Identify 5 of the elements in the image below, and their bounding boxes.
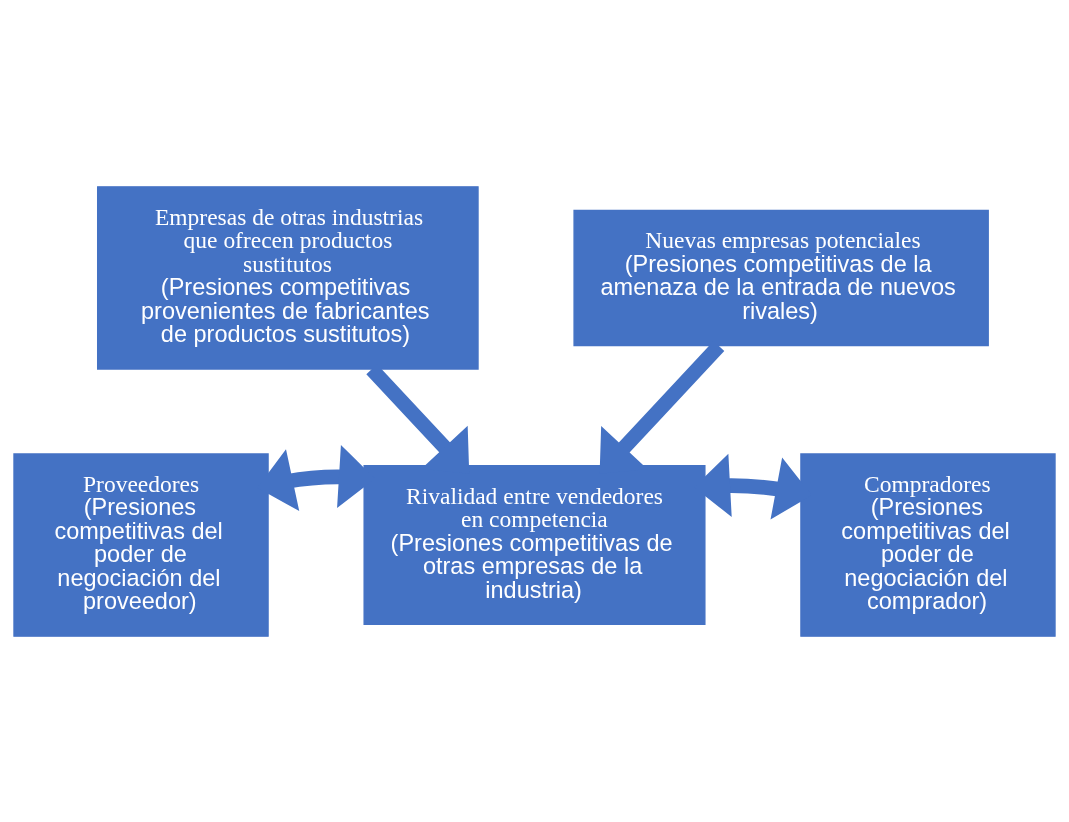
node-box: Empresas de otras industrias que ofrecen productos sustitutos (Presiones competitivas provenientes de fabricantes de productos sustitutos) — [97, 185, 479, 370]
node-box: Proveedores (Presiones competitivas del poder de negociación del proveedor) — [13, 452, 269, 637]
node-box: Compradores (Presiones competitivas del poder de negociación del comprador) — [800, 452, 1056, 637]
node-box: Nuevas empresas potenciales (Presiones competitivas de la amenaza de la entrada de nuevos rivales) — [573, 209, 989, 346]
node-box: Rivalidad entre vendedores en competencia (Presiones competitivas de otras empresas de la industria) — [363, 464, 706, 625]
